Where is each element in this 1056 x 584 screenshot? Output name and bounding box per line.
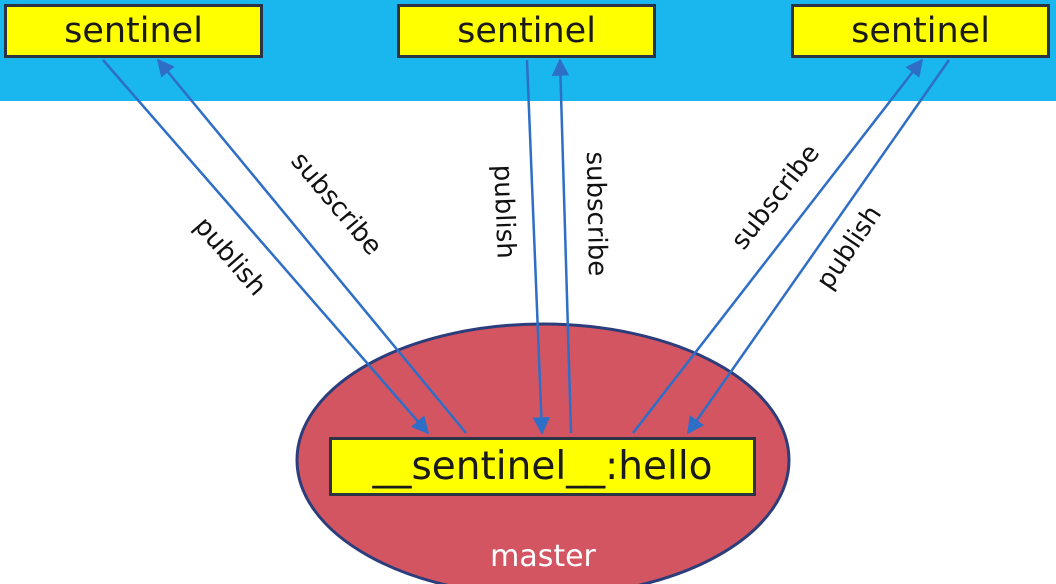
center-publish-label: publish: [487, 164, 520, 259]
left-subscribe-label: subscribe: [285, 146, 388, 261]
left-subscribe-arrow: [156, 58, 467, 434]
sentinel-node-center: sentinel: [397, 4, 656, 58]
center-publish-arrow: [525, 59, 551, 435]
right-publish-label: publish: [811, 200, 888, 295]
center-subscribe-label: subscribe: [580, 151, 612, 276]
hello-channel-box: __sentinel__:hello: [329, 437, 756, 496]
sentinel-node-left: sentinel: [4, 4, 263, 58]
master-label: master: [490, 539, 596, 574]
right-subscribe-arrow: [632, 58, 924, 434]
right-subscribe-label: subscribe: [725, 139, 825, 256]
center-subscribe-arrow: [551, 58, 573, 434]
sentinel-node-right: sentinel: [791, 4, 1050, 58]
right-publish-arrow: [686, 59, 951, 435]
left-publish-label: publish: [188, 211, 272, 302]
left-publish-arrow: [102, 59, 430, 435]
